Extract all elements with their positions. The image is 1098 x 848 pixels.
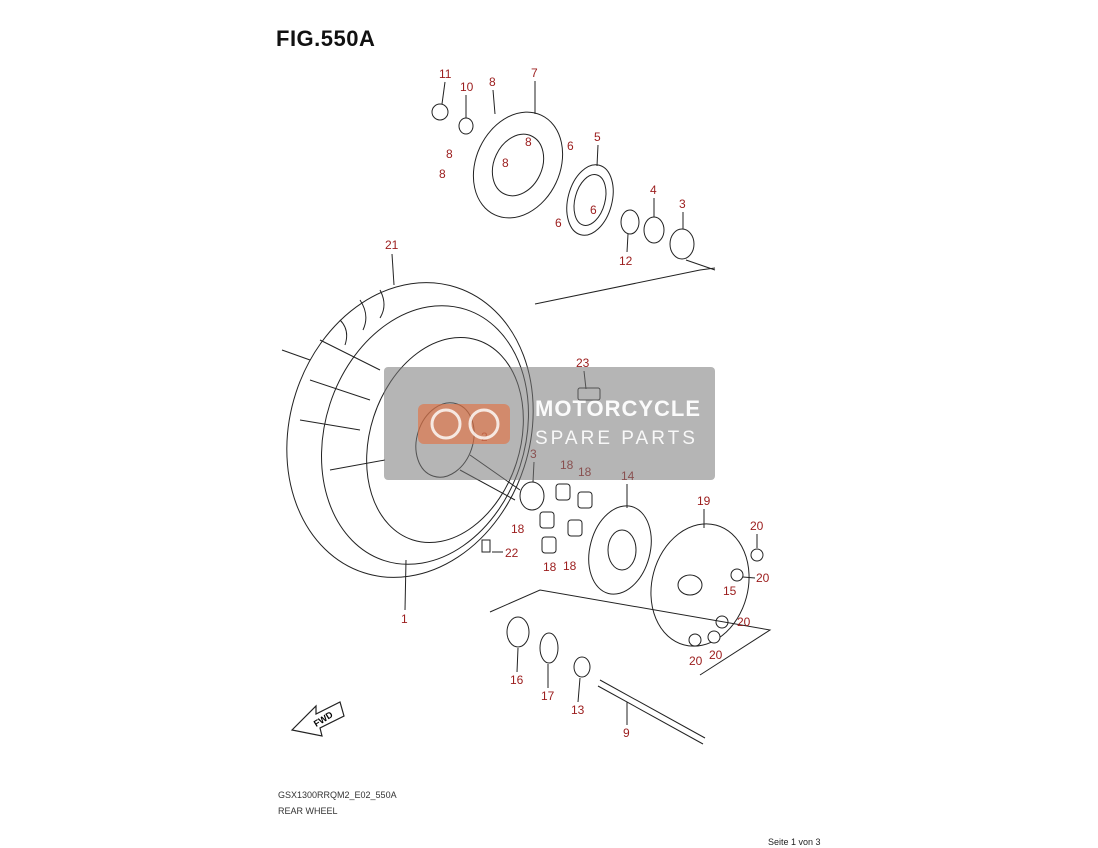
callout-6-rotor: 6 — [590, 203, 597, 217]
callout-23: 23 — [576, 356, 590, 370]
callout-16: 16 — [510, 673, 524, 687]
callout-10: 10 — [460, 80, 474, 94]
callout-3-upper: 3 — [679, 197, 686, 211]
callout-12: 12 — [619, 254, 633, 268]
callout-6-bottom: 6 — [555, 216, 562, 230]
callout-5: 5 — [594, 130, 601, 144]
callout-8-disc: 8 — [525, 135, 532, 149]
callout-7: 7 — [531, 66, 538, 80]
callout-9: 9 — [623, 726, 630, 740]
callout-6-top: 6 — [567, 139, 574, 153]
figure-title: FIG.550A — [276, 26, 376, 51]
callout-8-top: 8 — [489, 75, 496, 89]
watermark-logo — [418, 404, 510, 444]
washer-drawing — [458, 117, 474, 135]
brake-disc-drawing — [472, 111, 564, 219]
callout-21: 21 — [385, 238, 399, 252]
sensor-rotor-drawing — [566, 164, 614, 236]
callout-20-c: 20 — [737, 615, 751, 629]
callout-18-e: 18 — [563, 559, 577, 573]
watermark-line1: MOTORCYCLE — [535, 396, 702, 421]
callout-19: 19 — [697, 494, 711, 508]
callout-20-e: 20 — [689, 654, 703, 668]
lower-assembly-leader — [489, 589, 772, 676]
callout-8-left-upper: 8 — [446, 147, 453, 161]
bearing-drawing — [669, 228, 695, 260]
callout-13: 13 — [571, 703, 585, 717]
valve-drawing — [481, 539, 491, 553]
collar-drawing — [620, 209, 640, 235]
callout-4: 4 — [650, 183, 657, 197]
lower-bearing-drawing — [506, 616, 530, 648]
brake-assembly-leader — [534, 267, 716, 305]
callout-20-b: 20 — [756, 571, 770, 585]
oil-seal-drawing — [643, 216, 665, 244]
callout-22: 22 — [505, 546, 519, 560]
callout-8-left-lower: 8 — [439, 167, 446, 181]
callout-18-c: 18 — [511, 522, 525, 536]
spacer-drawing — [573, 656, 591, 678]
callout-8-center: 8 — [502, 156, 509, 170]
nut-drawing — [431, 103, 449, 121]
sprocket-mount-drawing — [588, 505, 652, 595]
callout-11: 11 — [439, 67, 452, 81]
watermark-line2: SPARE PARTS — [535, 428, 698, 449]
lower-seal-drawing — [539, 632, 559, 664]
callout-15: 15 — [723, 584, 737, 598]
axle-drawing — [599, 679, 706, 739]
model-code: GSX1300RRQM2_E02_550A — [278, 790, 397, 800]
callout-20-d: 20 — [709, 648, 723, 662]
callout-18-d: 18 — [543, 560, 557, 574]
section-name: REAR WHEEL — [278, 806, 338, 816]
callout-17: 17 — [541, 689, 555, 703]
forward-direction-arrow: FWD — [290, 701, 345, 737]
callout-1: 1 — [401, 612, 408, 626]
sprocket-drawing — [650, 523, 750, 647]
page-indicator: Seite 1 von 3 — [768, 837, 821, 847]
callout-20-a: 20 — [750, 519, 764, 533]
